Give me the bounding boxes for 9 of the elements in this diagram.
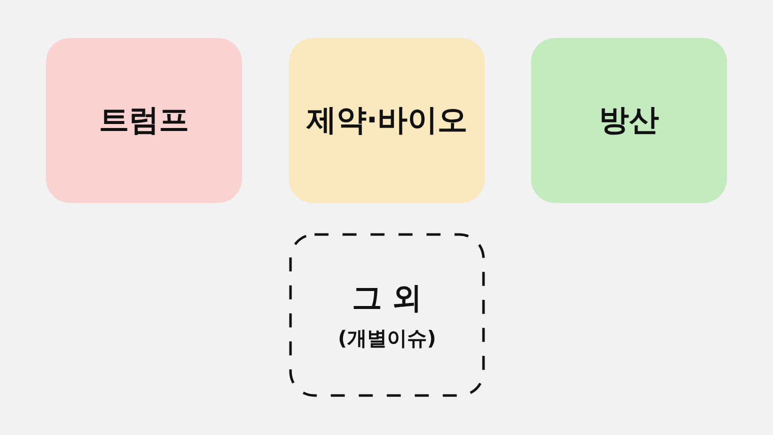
box-title: 제약·바이오 [306,102,468,140]
box-title: 방산 [599,102,659,140]
rounded-box [531,38,727,203]
dashed-box [289,233,485,397]
box-subtitle: (개별이슈) [338,325,436,352]
box-title: 그 외 [352,280,422,318]
rounded-box [289,38,485,203]
rounded-box [46,38,242,203]
box-title: 트럼프 [99,102,189,140]
